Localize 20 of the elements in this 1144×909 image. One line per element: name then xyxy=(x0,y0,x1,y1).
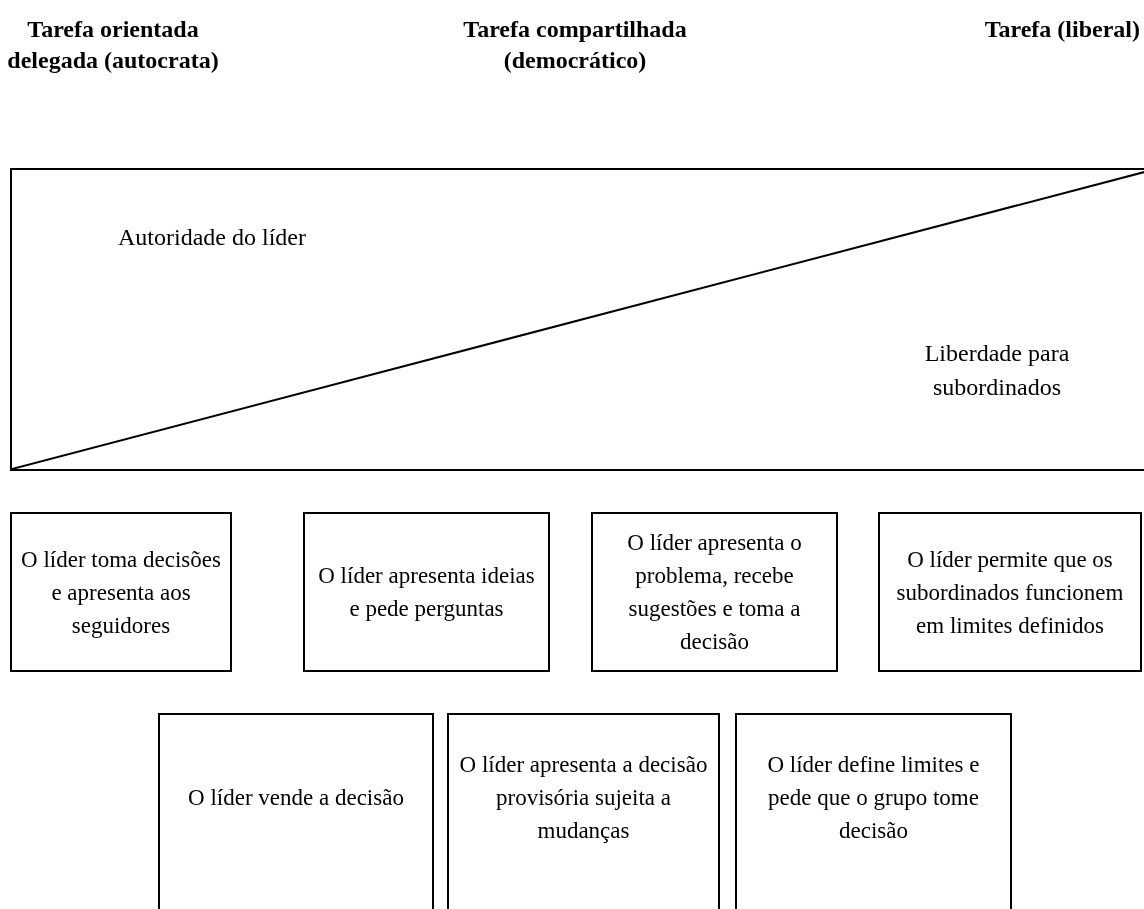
text-box xyxy=(878,512,1142,672)
text-box xyxy=(447,713,720,909)
box-text: O líder apresenta a decisão provisória sujeita a mudanças xyxy=(458,750,709,845)
region-label: Autoridade do líder xyxy=(118,223,306,252)
text-box xyxy=(303,512,550,672)
box-text: O líder apresenta ideias e pede perguntas xyxy=(317,562,536,623)
region-label: Liberdade para subordinados xyxy=(923,339,1071,402)
text-box xyxy=(591,512,838,672)
box-text: O líder toma decisões e apresenta aos seguidores xyxy=(20,545,222,640)
box-text: O líder define limites e pede que o grupo tome decisão xyxy=(766,750,981,845)
box-text: O líder vende a decisão xyxy=(188,783,404,812)
text-box xyxy=(10,512,232,672)
box-text: O líder apresenta o problema, recebe sugestões e toma a decisão xyxy=(626,529,803,656)
column-heading: Tarefa orientada delegada (autocrata) xyxy=(6,15,220,75)
triangle-panel xyxy=(10,168,1144,471)
column-heading: Tarefa compartilhada (democrático) xyxy=(462,15,688,75)
text-box xyxy=(735,713,1012,909)
box-text: O líder permite que os subordinados funcionem em limites definidos xyxy=(895,545,1125,640)
column-heading: Tarefa (liberal) xyxy=(983,15,1140,44)
text-box xyxy=(158,713,434,909)
